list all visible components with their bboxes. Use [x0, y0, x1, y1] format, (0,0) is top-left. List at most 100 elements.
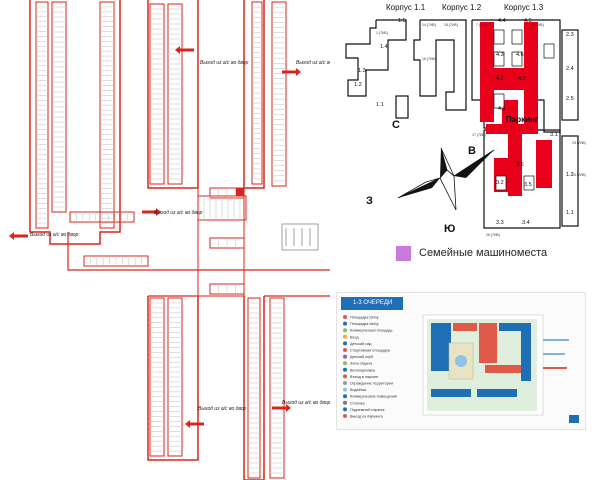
section-label: 4.2: [496, 76, 504, 82]
mini-legend-item: Вход: [350, 335, 359, 339]
mini-legend-item: Ограждение территории: [350, 382, 393, 386]
mini-legend-item: Подземный паркинг: [350, 408, 386, 412]
section-label: 4.6: [516, 52, 524, 58]
mini-legend-item: Водоёмы: [350, 388, 367, 392]
exit-arrow-shaft: [178, 48, 194, 52]
wall-hub: [197, 188, 245, 297]
mini-legend-icon: [343, 400, 347, 405]
stalls-left-b-stalls: [52, 6, 66, 208]
exit-6: Выход из а/с во двор: [272, 400, 330, 412]
parking-highlight: [480, 22, 552, 196]
mini-legend-icon: [343, 407, 347, 412]
wall-right-top-wing: [243, 0, 265, 189]
mini-legend-icon: [343, 354, 347, 359]
section-label: 3.5: [524, 182, 532, 188]
stalls-cross-top-stalls: [76, 212, 128, 222]
section-label: 1.2: [566, 172, 574, 178]
floor-label: 15 (7ИБ): [444, 23, 458, 27]
exit-label: Выход из а/с во двор: [198, 406, 247, 412]
mini-legend-item: Площадка lobby: [350, 316, 379, 320]
floor-label: 14 (7ИБ): [422, 23, 436, 27]
corpus-label: Корпус 1.3: [504, 3, 544, 12]
stalls-lower-d-stalls: [270, 302, 284, 474]
mini-legend-item: Площадка lobby: [350, 322, 379, 326]
floor-label: 24 (7ИБ): [572, 173, 586, 177]
section-label: 2.5: [566, 96, 574, 102]
stalls-lower-b-stalls: [168, 302, 182, 452]
mini-legend-icon: [343, 348, 347, 352]
section-label: 3.2: [496, 180, 504, 186]
exit-arrow-icon: [185, 420, 190, 428]
legend: Семейные машиноместа: [392, 244, 592, 266]
corpus-label: Корпус 1.2: [442, 3, 482, 12]
site-section-boxes: [493, 29, 555, 191]
exit-arrow-icon: [156, 208, 161, 216]
stalls-left-a-stalls: [36, 6, 48, 224]
site-building-outlines: [345, 19, 579, 229]
mini-legend-item: Спортивная площадка: [350, 349, 391, 353]
section-label: 3.3: [496, 220, 504, 226]
hub-accent: [236, 188, 244, 196]
exit-arrow-shaft: [282, 70, 298, 74]
section-label: 2.3: [566, 32, 574, 38]
mini-legend-icon: [343, 321, 347, 326]
stalls-hub-bottom-stalls: [218, 284, 236, 294]
exit-arrow-shaft: [272, 406, 288, 410]
floor-label: 1 (7ИБ): [376, 31, 388, 35]
exit-arrow-icon: [175, 46, 180, 54]
section-label: 4.5: [524, 18, 532, 24]
mini-legend-item: Выезд из паркинга: [350, 415, 384, 419]
family-spots-swatch: [396, 246, 411, 261]
section-label: 1.1: [566, 210, 574, 216]
exit-4: Выход из а/с во двор: [9, 232, 79, 240]
floor-label: 16 (7ИБ): [422, 57, 436, 61]
wall-cross: [67, 232, 330, 271]
compass-north-label: С: [392, 119, 400, 131]
exit-arrow-shaft: [188, 422, 204, 426]
exit-label: Выход из а/с во двор: [296, 60, 330, 66]
compass-south-label: Ю: [444, 223, 455, 235]
exit-arrow-icon: [296, 68, 301, 76]
stalls-left-c-stalls: [100, 6, 114, 224]
parking-label: Паркинг: [506, 115, 539, 124]
wall-lower-center: [147, 296, 199, 461]
section-label: 1.4: [380, 44, 388, 50]
exit-arrow-icon: [9, 232, 14, 240]
wall-center-wing: [147, 0, 199, 189]
stalls-right-a-stalls: [252, 6, 262, 180]
mini-legend-item: Коммерческие помещения: [350, 395, 397, 399]
exit-arrow-icon: [286, 404, 291, 412]
mini-legend-item: Детский клуб: [350, 355, 374, 359]
mini-legend-icon: [343, 315, 347, 319]
mini-legend-item: Коммерческая площадь: [350, 329, 393, 333]
floor-label: 8 (7ИБ): [532, 23, 544, 27]
section-label: 3.4: [522, 220, 530, 226]
exit-label: Выход из а/с во двор: [154, 210, 203, 216]
section-label: 3.1: [550, 132, 558, 138]
section-label: 1.2: [354, 82, 362, 88]
exit-5: Выход из а/с во двор: [185, 406, 247, 428]
floor-label: 7 (7ИБ): [476, 23, 488, 27]
section-label: 4.1: [498, 106, 506, 112]
section-label: 3.6: [516, 162, 524, 168]
section-label: 4.3: [496, 52, 504, 58]
exit-1: Выход из а/с во двор: [175, 46, 249, 66]
section-label: 2.4: [566, 66, 574, 72]
compass-east-label: В: [468, 145, 476, 157]
mini-legend-icon: [343, 334, 347, 339]
section-label: 1.1: [376, 102, 384, 108]
mini-legend-icon: [343, 367, 347, 372]
mini-map-title: 1-3 ОЧЕРЕДИ: [341, 297, 403, 310]
exit-label: Выход из а/с во двор: [30, 232, 79, 238]
mini-legend-icon: [343, 328, 347, 333]
floor-label: 17 (7ИБ): [472, 133, 486, 137]
wall-lower-right: [243, 296, 265, 480]
compass: [397, 147, 495, 211]
exit-arrow-shaft: [142, 210, 158, 214]
mini-legend-item: Детский сад: [350, 342, 372, 346]
mini-legend-item: Стоянка: [350, 401, 365, 405]
